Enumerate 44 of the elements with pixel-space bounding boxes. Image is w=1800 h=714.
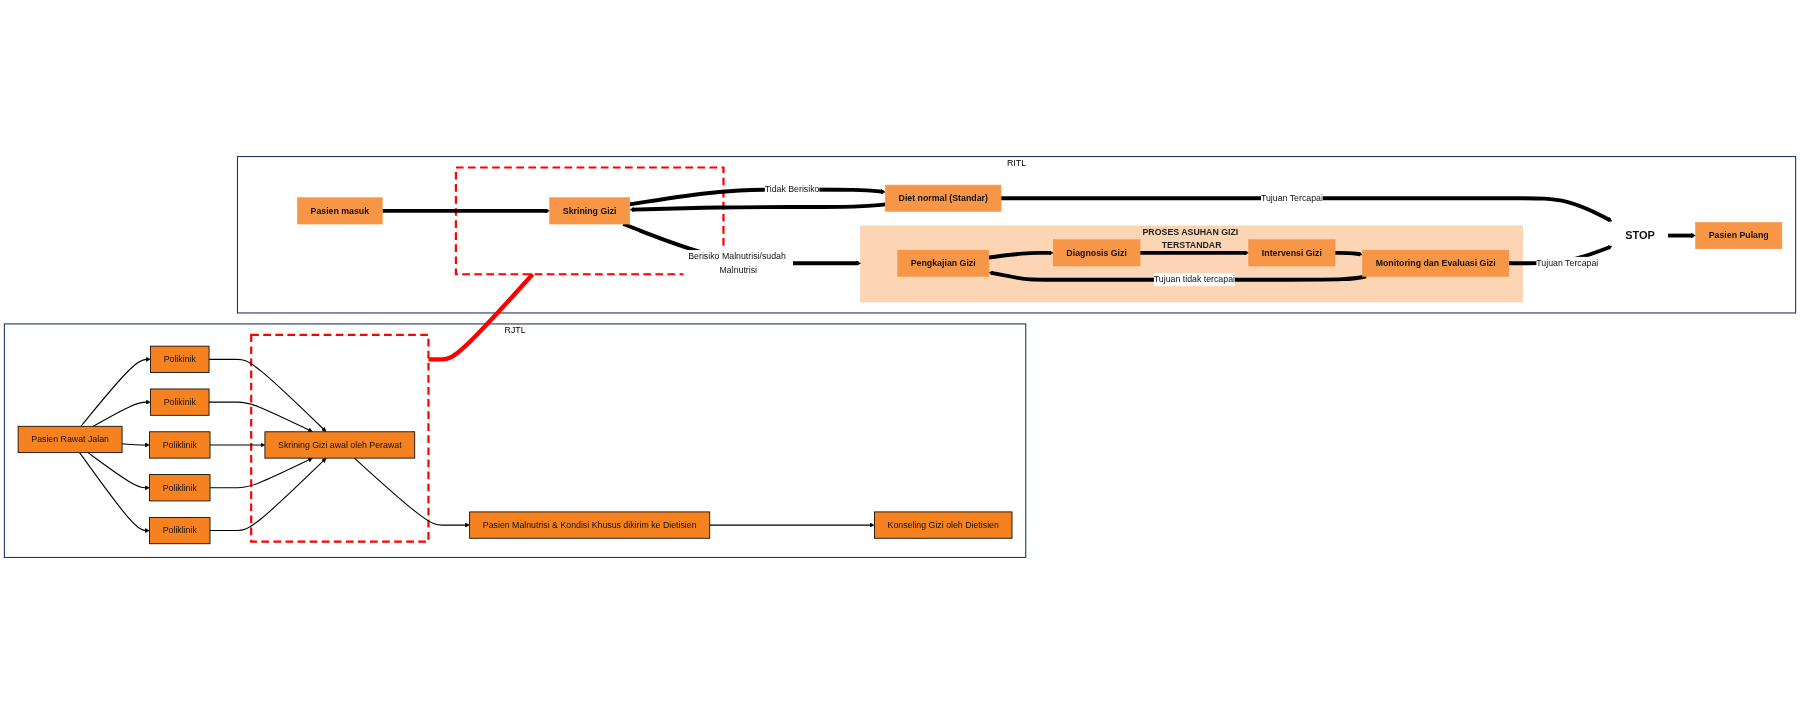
- node-text: STOP: [1625, 229, 1655, 242]
- node-box: Diet normal (Standar): [885, 184, 1002, 212]
- node-box: Poliklinik: [149, 517, 211, 545]
- arrow: [208, 358, 327, 432]
- arrow: [92, 399, 151, 427]
- arrow: [1001, 196, 1613, 222]
- arrow: [208, 401, 313, 433]
- arrow: [209, 457, 313, 489]
- arrow: [79, 452, 150, 533]
- connector: [428, 272, 535, 362]
- node-box: Konseling Gizi oleh Dietisien: [874, 511, 1013, 539]
- arrow: [353, 457, 470, 528]
- edge-label: Berisiko Malnutrisi/sudah Malnutrisi: [688, 251, 786, 275]
- cluster: [250, 333, 430, 543]
- arrow: [121, 442, 150, 448]
- edge-label: Tidak Berisiko: [764, 184, 820, 194]
- node-box: Polikinik: [150, 388, 210, 416]
- node-box: Pasien Pulang: [1695, 222, 1783, 249]
- arrow: [209, 442, 266, 448]
- node-box: Poliklinik: [149, 474, 211, 502]
- arrow: [1140, 250, 1249, 256]
- node-box: Intervensi Gizi: [1248, 239, 1336, 267]
- node-box: Pengkajian Gizi: [897, 249, 990, 277]
- node-box: Pasien masuk: [297, 197, 383, 225]
- edge-label: Tujuan Tercapai: [1536, 258, 1599, 268]
- node-box: Polikinik: [150, 345, 210, 373]
- node-box: Skrining Gizi: [549, 197, 630, 225]
- node-box: Monitoring dan Evaluasi Gizi: [1362, 249, 1510, 277]
- edge-label: Tujuan Tercapai: [1260, 193, 1323, 203]
- arrow: [629, 202, 886, 212]
- node-box: Diagnosis Gizi: [1052, 239, 1141, 267]
- node-box: Skrining Gizi awal oleh Perawat: [264, 431, 416, 459]
- arrow: [1335, 250, 1363, 257]
- arrow: [988, 250, 1054, 260]
- arrow: [209, 457, 327, 532]
- node-box: Pasien Rawat Jalan: [17, 425, 123, 454]
- node-box: Poliklinik: [149, 431, 211, 459]
- edge-label: Tujuan tidak tercapai: [1153, 274, 1235, 285]
- arrow: [1668, 233, 1696, 238]
- arrow: [80, 356, 151, 427]
- node-box: Pasien Malnutrisi & Kondisi Khusus dikirim ke Dietisien: [469, 511, 711, 539]
- arrow: [87, 452, 150, 491]
- arrow: [709, 522, 875, 528]
- arrow: [382, 208, 550, 214]
